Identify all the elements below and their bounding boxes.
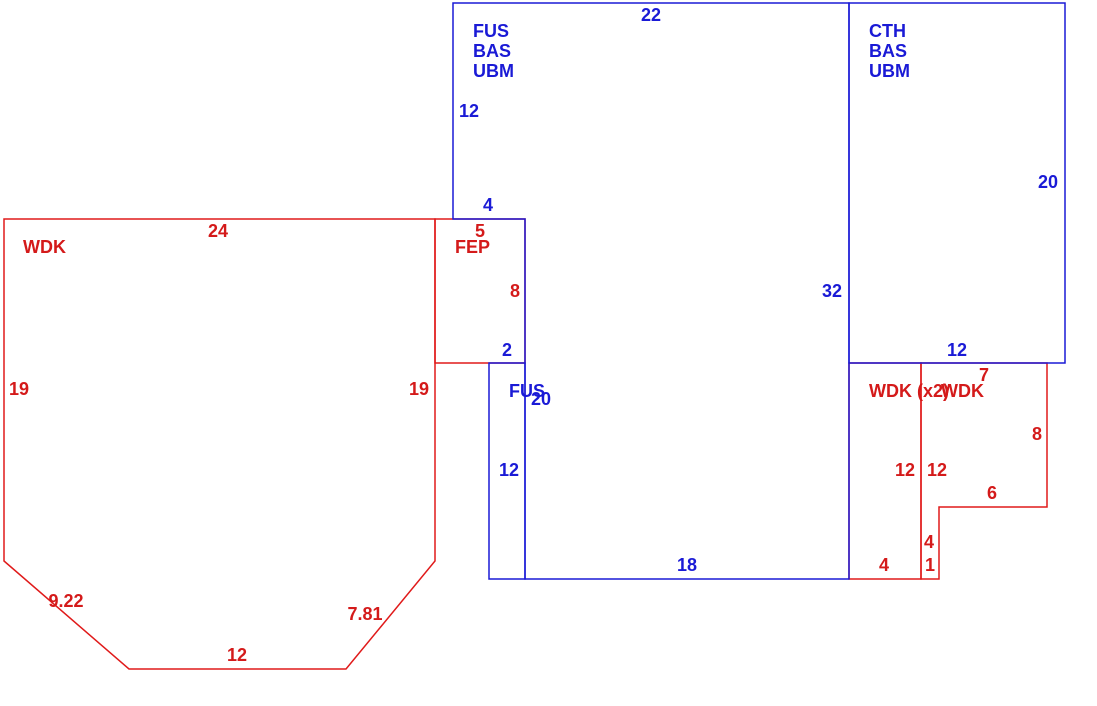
dim-wdk-diag-left: 9.22: [48, 591, 83, 611]
dim-wdk-top: 24: [208, 221, 228, 241]
dim-wdkr-step-4: 4: [924, 532, 934, 552]
wdk-right-code-label: WDK: [941, 381, 984, 401]
fus-bas-code-label: BAS: [473, 41, 511, 61]
dim-fus-step-2: 2: [502, 340, 512, 360]
dim-fus-narrow-12: 12: [499, 460, 519, 480]
dim-wdk-left: 19: [9, 379, 29, 399]
dim-wdkr-top: 7: [979, 365, 989, 385]
dim-fus-left-upper: 12: [459, 101, 479, 121]
dim-fus-narrow-20: 20: [531, 389, 551, 409]
dim-cth-bottom: 12: [947, 340, 967, 360]
dim-wdkr-step-1: 1: [925, 555, 935, 575]
wdk-left-code-label: WDK: [23, 237, 66, 257]
dim-fus-right: 32: [822, 281, 842, 301]
cth-code-label: CTH: [869, 21, 906, 41]
cth-outline: [848, 2, 1066, 364]
dim-wdkx2-bottom: 4: [879, 555, 889, 575]
dim-fus-top: 22: [641, 5, 661, 25]
wdk-x2-code-label: WDK (x2): [869, 381, 949, 401]
fus-narrow-outline: [488, 362, 526, 580]
dim-fep-right: 8: [510, 281, 520, 301]
fus-ubm-code-label: UBM: [473, 61, 514, 81]
fus-narrow-code-label: FUS: [509, 381, 545, 401]
dim-wdkr-mid: 6: [987, 483, 997, 503]
dim-wdkx2-left: 12: [895, 460, 915, 480]
cth-ubm-code-label: UBM: [869, 61, 910, 81]
fus-code-label: FUS: [473, 21, 509, 41]
dim-wdk-right: 19: [409, 379, 429, 399]
dim-wdk-diag-right: 7.81: [347, 604, 382, 624]
dim-wdkr-left: 12: [927, 460, 947, 480]
dim-wdkr-right: 8: [1032, 424, 1042, 444]
fep-code-label: FEP: [455, 237, 490, 257]
dim-fus-step-4: 4: [483, 195, 493, 215]
cth-bas-code-label: BAS: [869, 41, 907, 61]
dim-cth-right: 20: [1038, 172, 1058, 192]
dim-fep-top: 5: [475, 221, 485, 241]
dim-fus-bottom: 18: [677, 555, 697, 575]
dim-wdk-bottom: 12: [227, 645, 247, 665]
